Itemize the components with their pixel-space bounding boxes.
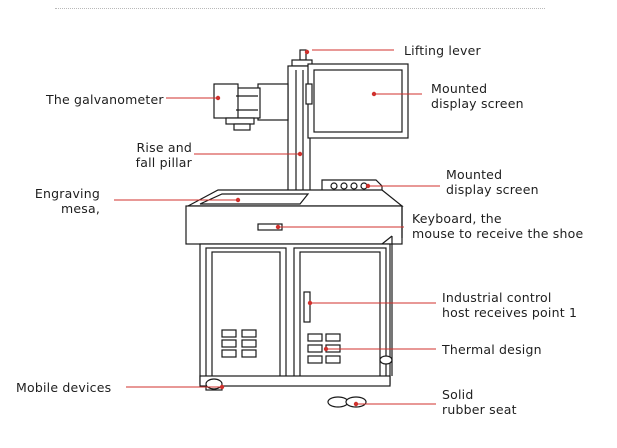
top-divider	[55, 8, 545, 9]
left-vent-slots	[221, 329, 257, 358]
leader-dots	[215, 49, 377, 407]
label-galvanometer: The galvanometer	[46, 92, 164, 107]
leader-lines	[114, 49, 440, 405]
label-engraving-mesa: Engraving mesa,	[34, 186, 100, 216]
cabinet-top-part	[185, 205, 403, 245]
galvanometer-part	[213, 83, 289, 131]
casters-part	[199, 355, 393, 408]
label-display-screen-1: Mounted display screen	[431, 81, 524, 111]
label-rise-fall-pillar: Rise and fall pillar	[135, 140, 192, 170]
label-lifting-lever: Lifting lever	[404, 43, 481, 58]
label-industrial-control: Industrial control host receives point 1	[442, 290, 578, 320]
cabinet-handle	[303, 291, 311, 323]
label-rubber-seat: Solid rubber seat	[442, 387, 517, 417]
label-display-screen-2: Mounted display screen	[446, 167, 539, 197]
label-thermal-design: Thermal design	[442, 342, 542, 357]
label-keyboard: Keyboard, the mouse to receive the shoe	[412, 211, 584, 241]
cabinet-body-part	[199, 206, 403, 385]
engraving-table-part	[187, 189, 404, 207]
monitor-part	[305, 63, 409, 139]
label-mobile-devices: Mobile devices	[16, 380, 112, 395]
